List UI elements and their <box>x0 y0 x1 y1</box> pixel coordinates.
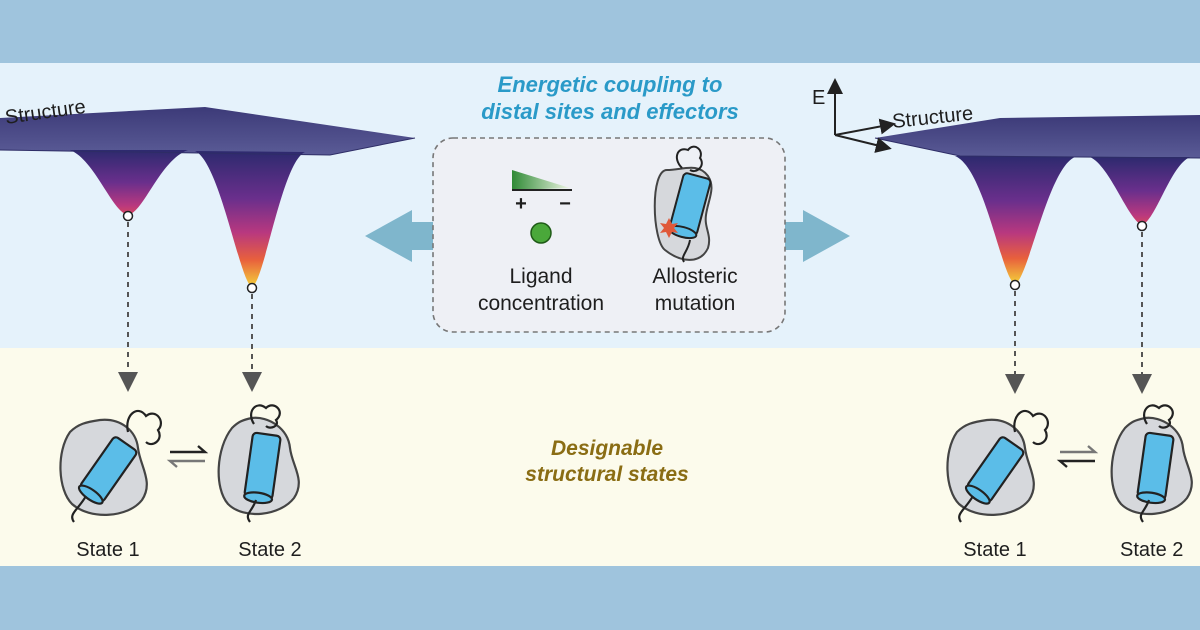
ligand-label-line2: concentration <box>478 292 604 315</box>
left-minimum-state1-marker <box>122 210 134 222</box>
bottom-band <box>0 566 1200 630</box>
ligand-label-line1: Ligand <box>509 265 572 288</box>
mutation-label-line1: Allosteric <box>652 265 737 288</box>
right-state2-label: State 2 <box>1120 539 1183 561</box>
left-state2-label: State 2 <box>238 539 301 561</box>
right-well-state2 <box>1090 157 1190 225</box>
states-caption-line2: structural states <box>525 463 688 486</box>
left-minimum-state2-marker <box>246 282 258 294</box>
right-shift-arrow <box>778 210 850 262</box>
ligand-gradient-icon <box>512 170 572 191</box>
gradient-plus-label: + <box>515 193 527 215</box>
left-equilibrium-arrows <box>166 445 209 468</box>
right-axis-triad <box>827 78 896 153</box>
coupling-title-line1: Energetic coupling to <box>498 72 723 97</box>
left-well-state1 <box>70 150 188 215</box>
right-minimum-state2-marker <box>1136 220 1148 232</box>
right-landscape-surface <box>875 115 1200 158</box>
ligand-icon <box>530 222 552 244</box>
left-landscape-surface <box>0 107 415 155</box>
left-state1-protein-icon <box>59 409 162 523</box>
right-state2-protein-icon <box>1110 404 1193 523</box>
left-shift-arrow <box>365 210 437 262</box>
right-minimum-state1-marker <box>1009 279 1021 291</box>
right-equilibrium-arrows <box>1056 445 1099 468</box>
gradient-minus-label: − <box>559 193 571 215</box>
left-state1-label: State 1 <box>76 539 139 561</box>
left-state2-protein-icon <box>217 404 300 523</box>
left-well-state2 <box>195 151 305 287</box>
right-state1-label: State 1 <box>963 539 1026 561</box>
left-energy-landscape: Structure <box>0 96 416 392</box>
mutated-protein-icon <box>653 145 713 263</box>
top-band <box>0 0 1200 63</box>
right-energy-landscape: E Structure <box>812 78 1200 394</box>
right-state1-protein-icon <box>946 409 1049 523</box>
states-caption-line1: Designable <box>551 437 663 460</box>
right-energy-axis-label: E <box>812 87 825 109</box>
right-well-state1 <box>955 156 1075 284</box>
mutation-label-line2: mutation <box>655 292 736 315</box>
coupling-title-line2: distal sites and effectors <box>481 99 739 124</box>
